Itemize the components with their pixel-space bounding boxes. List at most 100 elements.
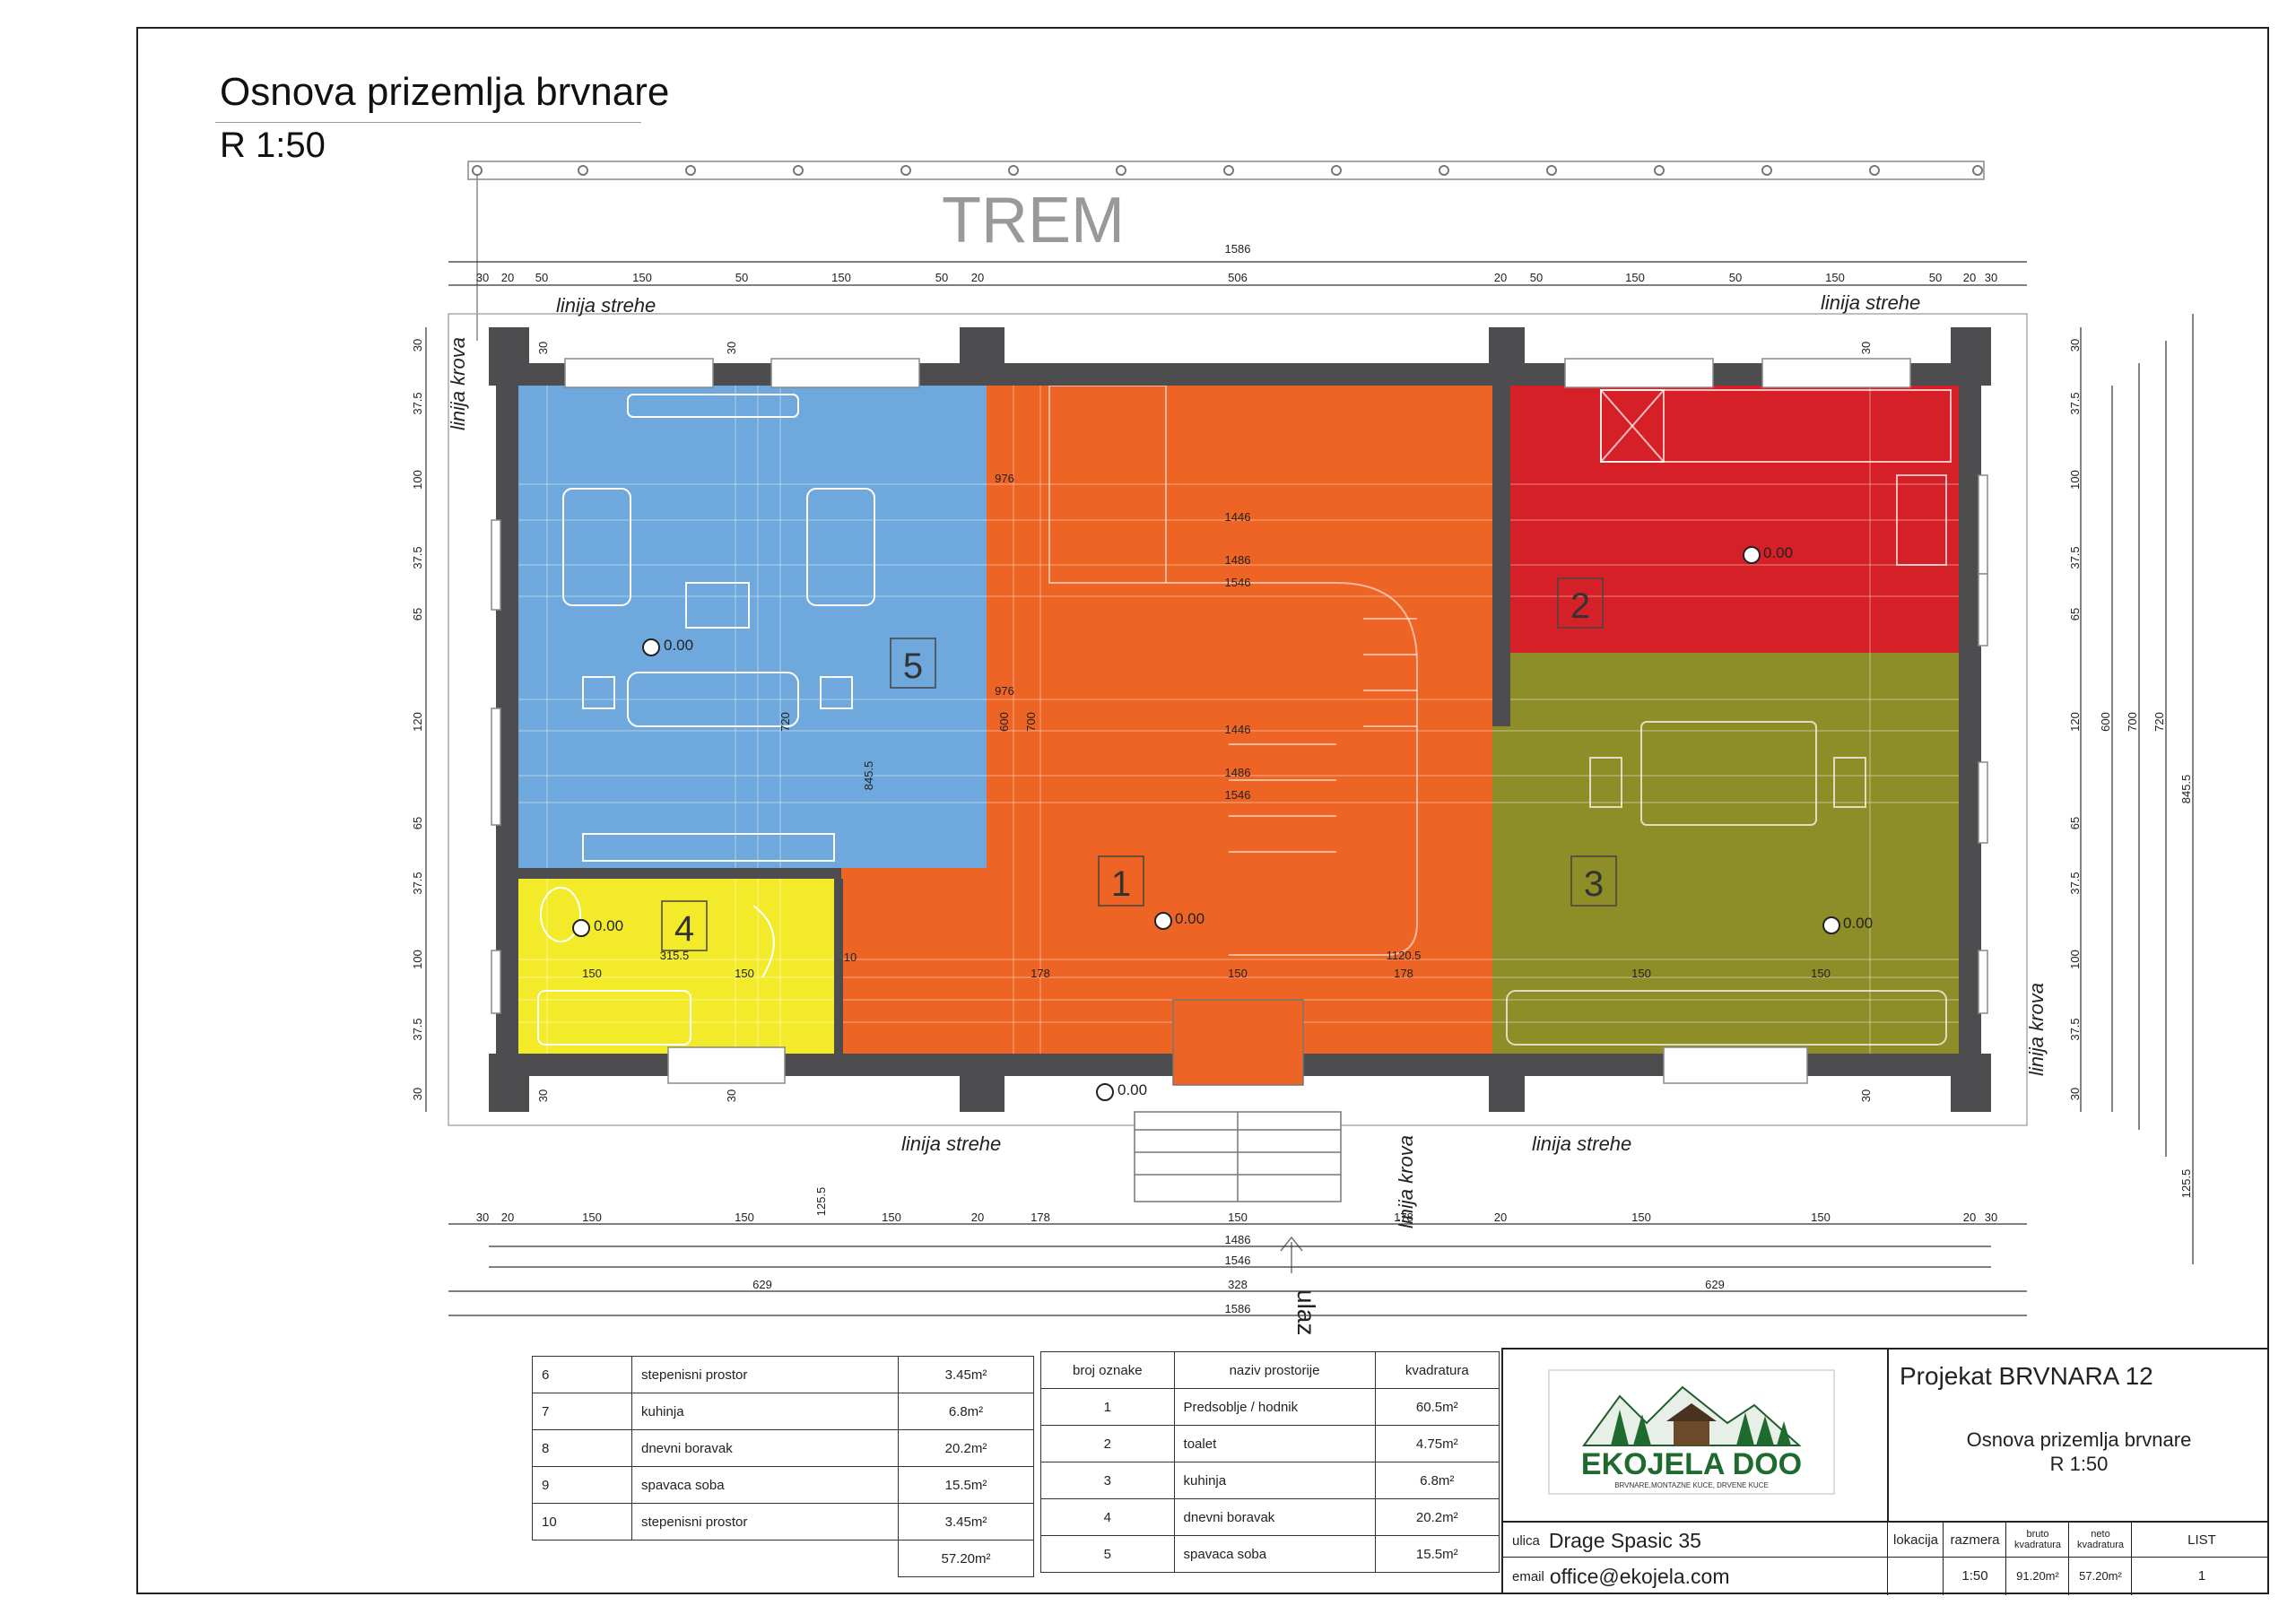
level-room-2: 0.00 [1763,544,1793,561]
room-number-cell: 3 [1040,1462,1175,1499]
drawing-name: Osnova prizemlja brvnare [1966,1428,2192,1451]
dim-top-label: 30 [1985,271,1997,284]
room-name-cell: spavaca soba [1173,1535,1376,1573]
dim-bottom-total-label: 629 [1705,1278,1725,1291]
dim-right-label: 100 [2068,470,2082,490]
level-room-1: 0.00 [1175,910,1205,927]
dim-left-label: 37.5 [411,1018,424,1040]
room-number-boxes [661,577,1617,951]
dim-bottom-total-label: 1586 [1225,1302,1251,1315]
dim-inner-label: 845.5 [862,761,875,791]
dim-bottom-label: 20 [971,1211,984,1224]
drawing-title: Osnova prizemlja brvnare [220,70,670,114]
dim-inner-label: 150 [1811,967,1831,980]
dims-inner: 9761446148615469761446148615461120.5315.… [536,342,1873,1217]
dim-inner-label: 30 [536,342,550,354]
table-total-cell: 57.20m² [898,1540,1034,1577]
room-name-cell: toalet [1173,1425,1376,1462]
dim-bottom-label: 150 [882,1211,901,1224]
dim-right-total-label: 600 [2099,712,2112,732]
street-label: ulica [1512,1532,1540,1549]
dim-top-label: 50 [535,271,548,284]
dim-inner-label: 30 [725,1089,738,1102]
dim-right-label: 37.5 [2068,392,2082,414]
porch-outline [467,161,1985,341]
title-block: EKOJELA DOO BRVNARE,MONTAZNE KUCE, DRVEN… [1501,1348,2272,1595]
dim-top-total: 1586 [1225,242,1251,256]
room-name-cell: spavaca soba [631,1466,899,1504]
room-5-zone [518,386,987,868]
room-name-cell: dnevni boravak [631,1429,899,1467]
drawing-scale-block: R 1:50 [2049,1453,2109,1475]
level-room-4: 0.00 [594,917,623,934]
dim-top-label: 506 [1228,271,1248,284]
roof-edge-label-bottom-right: linija strehe [1532,1133,1631,1155]
dim-inner-label: 315.5 [660,949,690,962]
room-number-5: 5 [903,647,923,686]
room-area-cell: 6.8m² [1374,1462,1500,1499]
dim-left-label: 37.5 [411,872,424,894]
porch-label: TREM [942,185,1125,256]
floor-plan: TREM [411,161,2194,1335]
dim-top-label: 150 [831,271,851,284]
dim-inner-label: 700 [1024,712,1038,732]
dim-bottom-total-label: 1546 [1225,1254,1251,1267]
dim-left-label: 100 [411,950,424,969]
roof-edge-label-top-right: linija strehe [1821,291,1920,314]
dim-inner-label: 976 [995,684,1014,698]
col-sheet-value: 1 [2131,1558,2272,1595]
room-area-cell: 4.75m² [1374,1425,1500,1462]
kitchen-furniture [1506,389,1952,1046]
dim-left-label: 37.5 [411,546,424,568]
col-sheet-header: LIST [2131,1523,2272,1558]
dim-bottom-total-label: 328 [1228,1278,1248,1291]
living-furniture [562,394,875,862]
title-row-headers: ulica Drage Spasic 35 lokacija razmera b… [1503,1521,2269,1558]
header-room-name: naziv prostorije [1173,1351,1376,1389]
dim-top-label: 20 [1963,271,1976,284]
dim-bottom-label: 20 [1494,1211,1507,1224]
dim-bottom-total-label: 629 [752,1278,772,1291]
room-number-cell: 8 [532,1429,632,1467]
email-label: email [1512,1568,1544,1584]
dim-inner-label: 178 [1031,967,1050,980]
dim-bottom-label: 150 [1228,1211,1248,1224]
room-name-cell: stepenisni prostor [631,1356,899,1393]
dim-bottom-label: 30 [476,1211,489,1224]
roof-edge-label-bottom-left: linija strehe [901,1133,1001,1155]
roof-line-label-left: linija krova [447,337,469,430]
email-value[interactable]: office@ekojela.com [1549,1564,1730,1588]
dim-inner-label: 1486 [1225,766,1251,779]
title-underline [215,122,641,123]
drawing-scale: R 1:50 [220,126,326,165]
dim-inner-label: 10 [844,950,857,964]
room-3-zone [1492,653,1959,1054]
header-number: broj oznake [1040,1351,1175,1389]
dim-right-label: 65 [2068,817,2082,829]
empty-cell [632,1541,899,1577]
dim-inner-label: 1446 [1225,510,1251,524]
room-number-4: 4 [674,909,694,949]
room-zones [518,386,1959,1054]
room-number-3: 3 [1584,864,1604,904]
room-number-cell: 1 [1040,1388,1175,1426]
room-number-cell: 5 [1040,1535,1175,1573]
dim-bottom-label: 150 [1631,1211,1651,1224]
roof-edge-label-top-left: linija strehe [556,294,656,317]
dim-top-label: 150 [1825,271,1845,284]
level-entrance: 0.00 [1118,1081,1147,1098]
dim-right-label: 37.5 [2068,872,2082,894]
dim-right-total-label: 700 [2126,712,2139,732]
project-name: Projekat BRVNARA 12 [1900,1362,2153,1390]
dim-top-label: 50 [1929,271,1942,284]
